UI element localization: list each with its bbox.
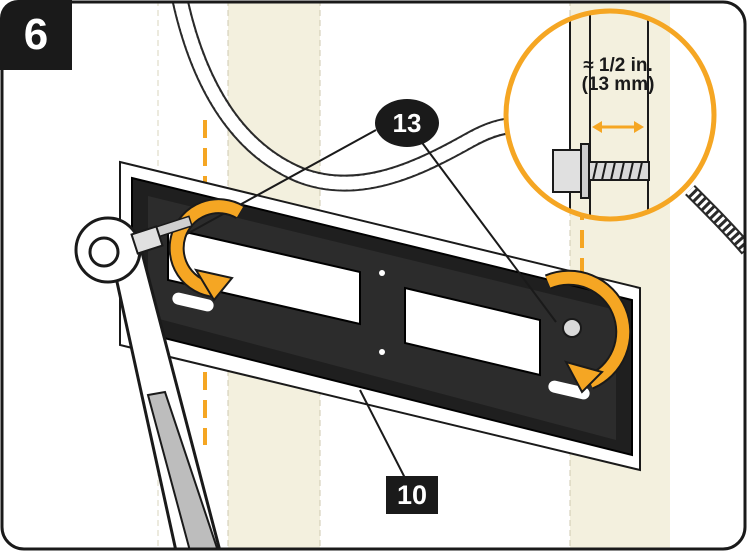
- rotate-clockwise-icon: [168, 198, 245, 302]
- depth-imperial: ≈ 1/2 in.: [583, 55, 653, 76]
- plate-slot-right: [404, 286, 541, 377]
- socket-wrench: [74, 216, 222, 549]
- screw-depth-measurement: ≈ 1/2 in. (13 mm): [548, 56, 688, 94]
- double-arrow-icon: [592, 121, 644, 133]
- depth-metric: (13 mm): [581, 74, 655, 95]
- mounting-plate-callout: 10: [386, 476, 438, 514]
- detail-magnifier: [503, 8, 717, 222]
- plate-slot-left: [167, 226, 361, 326]
- rotate-clockwise-icon: [544, 269, 632, 394]
- screw-callout: 13: [375, 99, 439, 147]
- step-number: 6: [0, 0, 72, 70]
